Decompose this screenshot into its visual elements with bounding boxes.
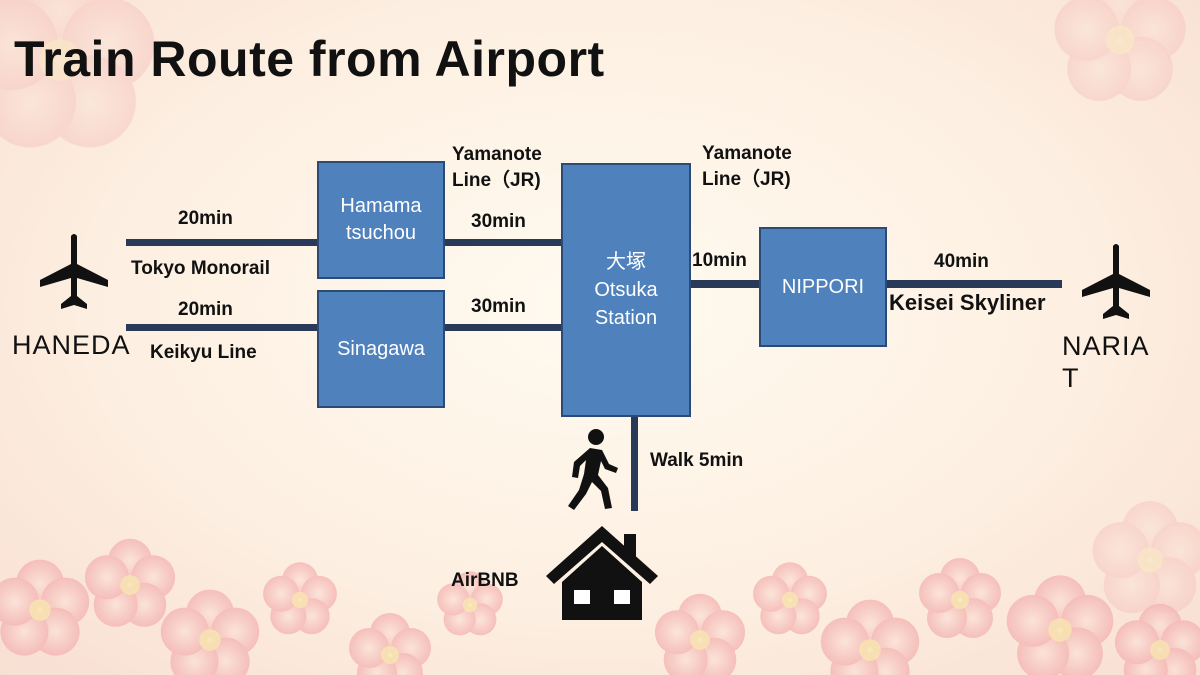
destination-label: AirBNB [451, 570, 519, 591]
monorail-name: Tokyo Monorail [131, 258, 270, 279]
monorail-time: 20min [178, 208, 233, 229]
airplane-icon [1082, 244, 1150, 319]
station-shinagawa: Sinagawa [317, 290, 445, 408]
page-title: Train Route from Airport [14, 31, 605, 87]
walk-label: Walk 5min [650, 450, 744, 471]
keikyu-name: Keikyu Line [150, 342, 257, 363]
shinagawa-time: 30min [471, 296, 526, 317]
keikyu-line [126, 324, 318, 331]
keikyu-time: 20min [178, 299, 233, 320]
hamamatsucho-otsuka-line [444, 239, 562, 246]
skyliner-name: Keisei Skyliner [889, 290, 1046, 315]
monorail-line [126, 239, 318, 246]
walking-person-icon [568, 429, 618, 510]
shinagawa-otsuka-line [444, 324, 562, 331]
airplane-icon [40, 234, 108, 309]
walk-line [631, 416, 638, 511]
house-icon [546, 526, 658, 620]
otsuka-nippori-line [690, 280, 760, 288]
skyliner-line [886, 280, 1062, 288]
haneda-label: HANEDA [12, 330, 131, 360]
skyliner-time: 40min [934, 251, 989, 272]
nippori-time: 10min [692, 250, 747, 271]
station-nippori: NIPPORI [759, 227, 887, 347]
hamamatsucho-time: 30min [471, 211, 526, 232]
